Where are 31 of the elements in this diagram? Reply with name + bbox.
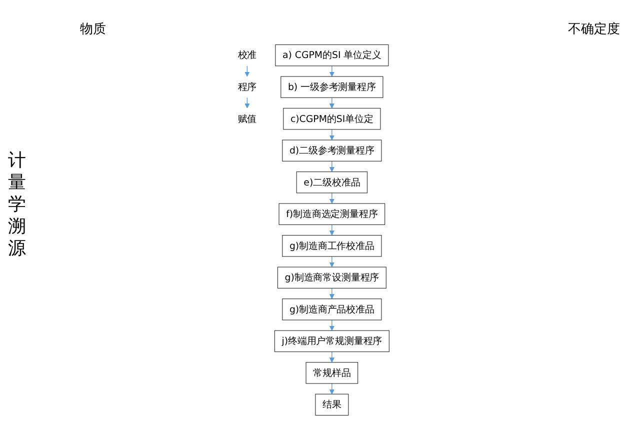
node-box: 结果 (315, 394, 349, 416)
arrow (244, 97, 250, 108)
node-box: f)制造商选定测量程序 (278, 203, 386, 225)
arrow (329, 288, 335, 300)
arrow (329, 224, 335, 236)
node-box: g)制造商常设测量程序 (277, 266, 386, 289)
node-box: a) CGPM的SI 单位定义 (275, 44, 389, 66)
node-box: g)制造商工作校准品 (282, 235, 382, 257)
node-box: g)制造商产品校准品 (282, 298, 382, 320)
arrow (244, 66, 250, 77)
node-text: 程序 (238, 81, 257, 92)
node-box: j)终端用户常规测量程序 (274, 330, 390, 352)
node-text: 校准 (238, 49, 257, 61)
node-box: 常规样品 (306, 362, 358, 384)
arrow (329, 160, 335, 172)
arrow (329, 320, 335, 331)
node-text: 赋值 (238, 112, 257, 124)
arrow (329, 129, 335, 140)
node-box: e)二级校准品 (296, 171, 368, 194)
arrow (329, 256, 335, 268)
arrow (329, 97, 335, 108)
arrow (329, 383, 335, 394)
column-heading: 物质 (80, 21, 106, 38)
node-box: b) 一级参考测量程序 (280, 76, 384, 98)
node-box: c)CGPM的SI单位定 (283, 108, 381, 130)
arrow (329, 351, 335, 363)
axis-label: 计量学溯源 (8, 150, 24, 260)
column-heading: 不确定度 (568, 21, 620, 38)
node-box: d)二级参考测量程序 (282, 140, 382, 162)
arrow (329, 192, 335, 204)
arrow (329, 66, 335, 77)
